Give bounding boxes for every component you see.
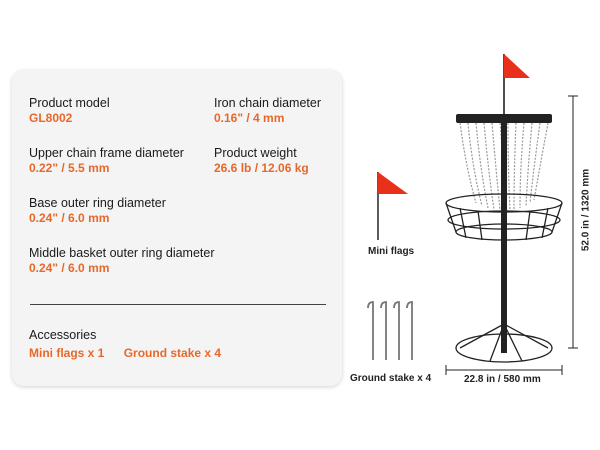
flag-icon xyxy=(378,172,408,194)
spec-label: Middle basket outer ring diameter xyxy=(29,246,215,260)
mini-flag-illustration xyxy=(377,172,408,240)
spec-value: GL8002 xyxy=(29,111,73,125)
height-dimension-label: 52.0 in / 1320 mm xyxy=(580,168,592,252)
accessory-item: Mini flags x 1 xyxy=(29,346,105,360)
accessories-heading: Accessories xyxy=(29,328,96,343)
divider xyxy=(30,304,326,305)
ground-stakes-illustration xyxy=(367,301,413,360)
disc-golf-basket-illustration xyxy=(445,54,578,375)
spec-label: Product model xyxy=(29,96,110,110)
spec-value: 0.22" / 5.5 mm xyxy=(29,161,110,175)
mini-flags-caption: Mini flags xyxy=(368,246,415,257)
accessory-item: Ground stake x 4 xyxy=(123,346,222,360)
height-dimension-line xyxy=(568,95,578,349)
chain-frame-top xyxy=(456,114,552,123)
width-dimension-line xyxy=(445,365,563,375)
spec-product-weight: Product weight 26.6 lb / 12.06 kg xyxy=(214,146,309,176)
spec-upper-chain-frame-diameter: Upper chain frame diameter 0.22" / 5.5 m… xyxy=(29,146,184,176)
basket-icon xyxy=(445,193,563,241)
spec-value: 26.6 lb / 12.06 kg xyxy=(214,161,309,175)
accessories-heading-text: Accessories xyxy=(29,328,97,342)
spec-label: Product weight xyxy=(214,146,297,160)
stake-icon xyxy=(367,301,413,360)
basket-base-icon xyxy=(455,323,553,363)
spec-label: Base outer ring diameter xyxy=(29,196,166,210)
flag-icon xyxy=(504,54,530,78)
spec-product-model: Product model GL8002 xyxy=(29,96,110,126)
spec-iron-chain-diameter: Iron chain diameter 0.16" / 4 mm xyxy=(214,96,321,126)
spec-middle-basket-outer-ring-diameter: Middle basket outer ring diameter 0.24" … xyxy=(29,246,215,276)
spec-value: 0.16" / 4 mm xyxy=(214,111,285,125)
spec-label: Upper chain frame diameter xyxy=(29,146,184,160)
ground-stake-caption: Ground stake x 4 xyxy=(350,373,432,384)
spec-base-outer-ring-diameter: Base outer ring diameter 0.24" / 6.0 mm xyxy=(29,196,166,226)
spec-card: Product model GL8002 Iron chain diameter… xyxy=(12,70,342,386)
spec-value: 0.24" / 6.0 mm xyxy=(29,261,110,275)
accessories-list: Mini flags x 1 Ground stake x 4 xyxy=(29,346,221,360)
spec-value: 0.24" / 6.0 mm xyxy=(29,211,110,225)
width-dimension-label: 22.8 in / 580 mm xyxy=(464,374,541,385)
spec-label: Iron chain diameter xyxy=(214,96,322,110)
